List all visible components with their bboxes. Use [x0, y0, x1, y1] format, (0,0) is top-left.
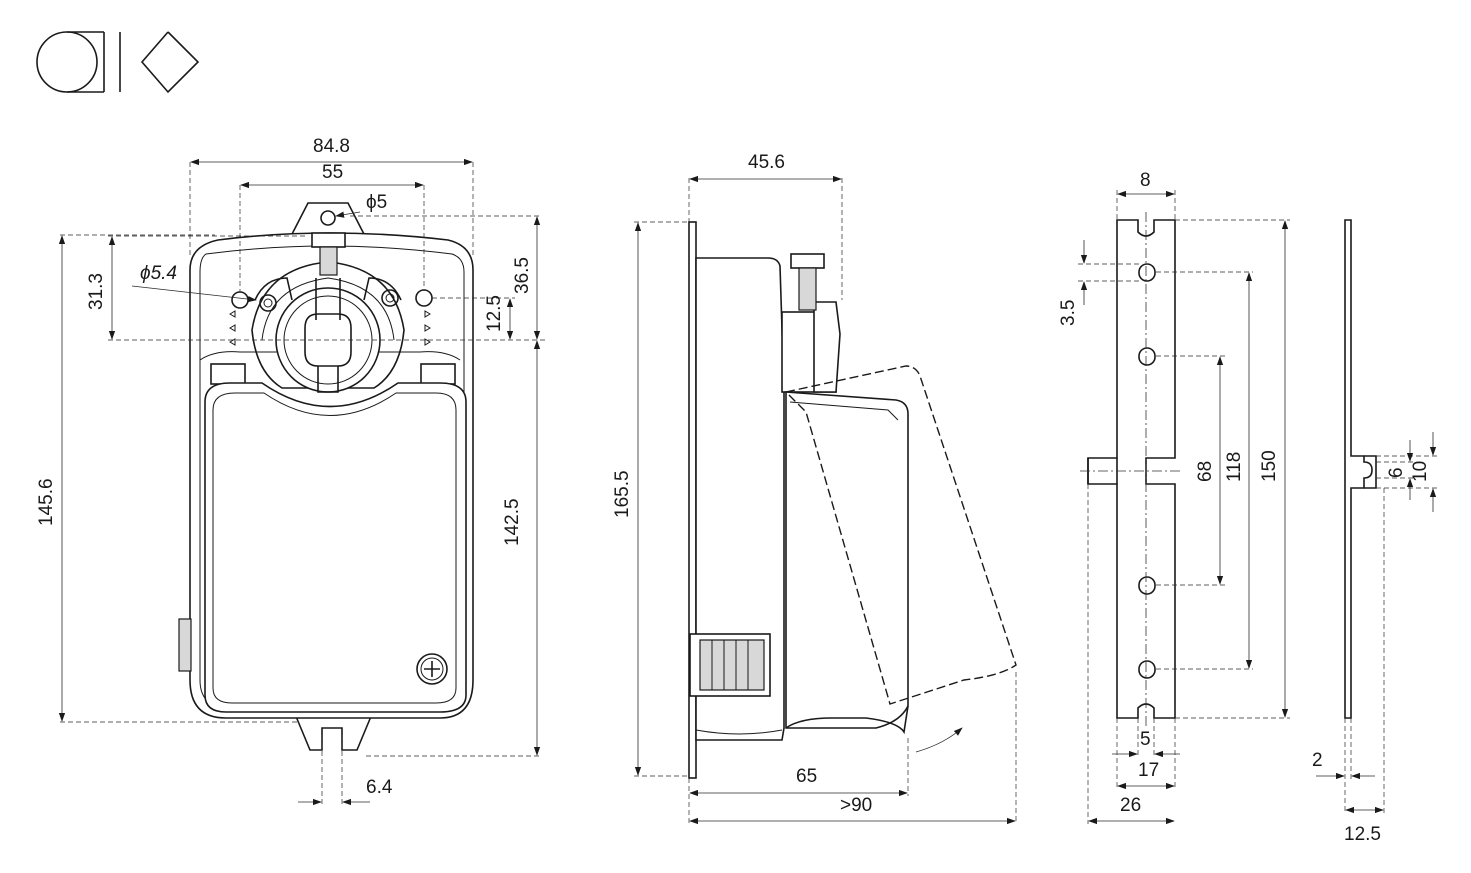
bottom-mounting-tab: [294, 713, 373, 751]
bracket-front-view: [1080, 212, 1180, 726]
dim-side-hole-dia: ϕ5.4: [140, 263, 177, 284]
bracket-slot-2: [1138, 347, 1156, 366]
front-view-dimensions: 84.8 55 ϕ5 ϕ5.4 145.6 31.3 36.5 12.5 142…: [36, 136, 545, 806]
dim-bracket-width-outer: 26: [1120, 795, 1141, 816]
dim-height-overall: 145.6: [36, 478, 57, 526]
bracket-side-dimensions: 6 10 2 12.5: [1312, 432, 1438, 845]
bracket-slot-3: [1138, 576, 1156, 595]
left-screw: [259, 294, 277, 312]
bracket-slot-1: [1138, 263, 1156, 282]
front-cover: [204, 382, 467, 713]
dim-bracket-spacing-mid: 118: [1224, 452, 1245, 482]
dim-bracket-spacing-inner: 68: [1195, 461, 1216, 482]
dim-side-open: >90: [840, 795, 872, 816]
dim-height-center-to-bottom: 142.5: [502, 498, 523, 546]
rotation-segment: [251, 261, 405, 389]
dim-bracket-spacing-outer: 150: [1259, 450, 1280, 482]
dim-top-hole-dia: ϕ5: [366, 192, 387, 213]
side-view-dimensions: 45.6 165.5 65 >90: [612, 152, 1017, 825]
top-mounting-ear: [289, 202, 367, 239]
dim-side-depth: 45.6: [748, 152, 785, 173]
side-bolt-head: [790, 253, 825, 269]
side-cover-open: [784, 365, 1017, 705]
right-clip: [420, 363, 456, 385]
dim-bracket-slot: 3.5: [1058, 300, 1079, 326]
clamp-bolt-head: [311, 232, 346, 248]
side-body: [695, 257, 785, 741]
right-screw: [381, 289, 399, 307]
cable-connector: [178, 618, 192, 672]
dim-top-to-center: 36.5: [512, 257, 533, 294]
front-view: [178, 202, 474, 751]
dim-bracket-width: 8: [1140, 170, 1151, 191]
bracket-front-dimensions: 8 3.5 68 118 150 5 17 26: [1058, 170, 1290, 825]
bracket-slot-4: [1138, 660, 1156, 679]
dim-bracket-slot-width: 5: [1140, 729, 1151, 750]
clamp-bolt-thread: [319, 246, 338, 276]
dim-side-height: 165.5: [612, 470, 633, 518]
projection-symbol: [36, 31, 200, 94]
dim-bracket-gap-10: 10: [1410, 461, 1431, 482]
dim-width-overall: 84.8: [313, 136, 350, 157]
left-clip: [210, 363, 246, 385]
side-view: [688, 221, 1017, 779]
dim-bracket-depth: 12.5: [1344, 824, 1381, 845]
dim-hole-offset: 12.5: [484, 295, 505, 332]
bracket-body: [1087, 219, 1176, 719]
dim-hole-to-center: 31.3: [86, 273, 107, 310]
side-cover-closed: [785, 391, 909, 729]
dim-bracket-gap-6: 6: [1386, 467, 1407, 478]
bracket-side-view: [1344, 219, 1377, 719]
side-bolt-thread: [798, 267, 817, 311]
dim-bracket-width-inner: 17: [1138, 760, 1159, 781]
bracket-side-profile: [1344, 219, 1373, 719]
dim-bottom-slot: 6.4: [366, 777, 393, 798]
dim-hole-spacing: 55: [322, 162, 343, 183]
top-mount-hole: [320, 210, 336, 226]
dim-side-base: 65: [796, 766, 817, 787]
dim-bracket-thickness: 2: [1312, 750, 1323, 771]
